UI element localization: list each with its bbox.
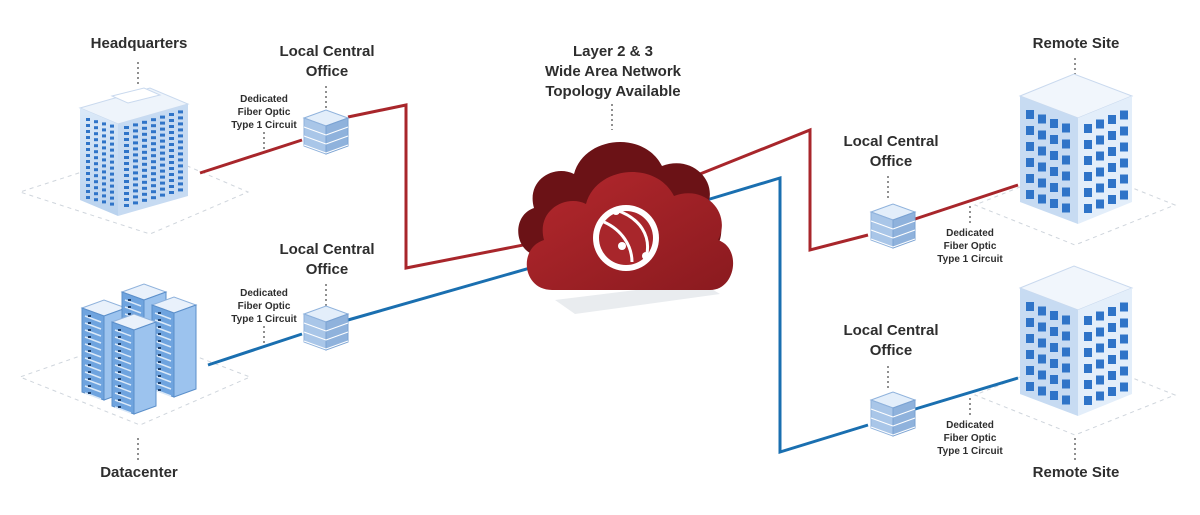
remote-site-bottom-label: Remote Site <box>1032 464 1120 481</box>
cloud-globe-icon <box>593 205 659 271</box>
remote-building-bottom-icon <box>1018 265 1134 416</box>
central-office-label-remote-top: Local Central Office <box>843 133 939 170</box>
headquarters-label: Headquarters <box>90 35 188 52</box>
datacenter-floor-tile <box>18 334 252 426</box>
server-rack-icon <box>150 296 198 398</box>
central-office-icons <box>302 109 917 437</box>
dc-to-co-blue-link <box>207 332 303 367</box>
wan-cloud <box>518 142 734 314</box>
circuit-label-remote-bottom: Dedicated Fiber Optic Type 1 Circuit <box>937 420 1003 457</box>
hq-to-co-red-link <box>199 138 303 175</box>
red-links <box>199 103 1019 270</box>
floor-tiles <box>18 149 1177 436</box>
circuit-label-hq: Dedicated Fiber Optic Type 1 Circuit <box>231 94 297 131</box>
cloud-label: Layer 2 & 3 Wide Area Network Topology A… <box>544 43 681 100</box>
central-office-cube-icon <box>302 109 350 155</box>
remote-site-top-label: Remote Site <box>1032 35 1120 52</box>
circuit-label-remote-top: Dedicated Fiber Optic Type 1 Circuit <box>937 228 1003 265</box>
central-office-cube-icon <box>869 391 917 437</box>
central-office-cube-icon <box>302 305 350 351</box>
co-to-remote-blue-link <box>911 376 1019 412</box>
datacenter-label: Datacenter <box>100 464 178 481</box>
central-office-label-dc: Local Central Office <box>279 241 375 278</box>
central-office-label-remote-bottom: Local Central Office <box>843 322 939 359</box>
hq-windows <box>86 110 183 207</box>
co-to-cloud-red-link <box>347 103 601 270</box>
cloud-to-co-red-link <box>689 127 869 252</box>
co-to-remote-red-link <box>911 183 1019 222</box>
remote-building-top-icon <box>1018 73 1134 224</box>
hq-floor-tile <box>18 149 250 235</box>
headquarters-building-icon <box>78 87 190 216</box>
cloud-to-co-blue-link <box>689 175 869 455</box>
circuit-label-dc: Dedicated Fiber Optic Type 1 Circuit <box>231 288 297 325</box>
server-rack-icon <box>110 313 158 415</box>
datacenter-servers-icon <box>80 283 198 415</box>
central-office-label-hq: Local Central Office <box>279 43 375 80</box>
central-office-cube-icon <box>869 203 917 249</box>
